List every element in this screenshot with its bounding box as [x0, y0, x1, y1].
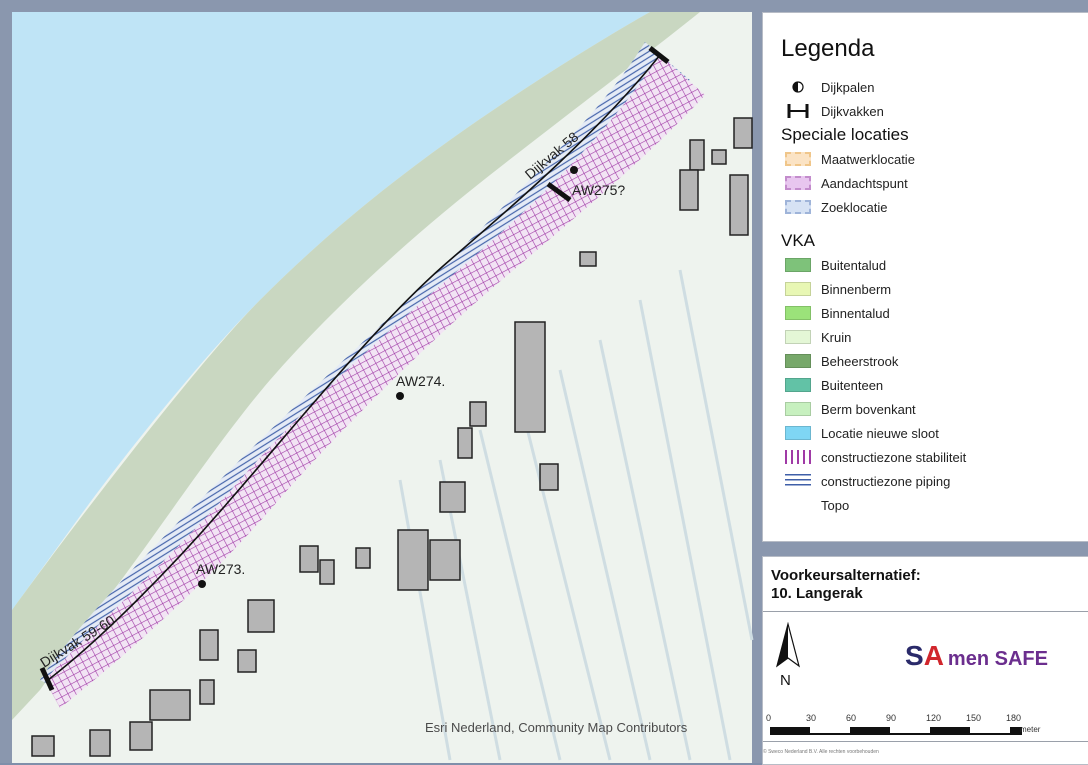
legend-item-dijkvakken: Dijkvakken — [785, 101, 884, 121]
river — [12, 12, 650, 610]
dijkvak-line — [47, 54, 661, 681]
stability-zone — [45, 55, 705, 708]
legend-title: Legenda — [781, 35, 875, 62]
dijkpaal-label-aw274: AW274. — [396, 373, 445, 389]
footer-divider — [763, 741, 1088, 742]
legend-item-beheerstrook: Beheerstrook — [785, 351, 898, 371]
legend-item-kruin: Kruin — [785, 327, 851, 347]
scale-tick-label: 180 — [1006, 713, 1022, 723]
legend-item-zoeklocatie: Zoeklocatie — [785, 197, 887, 217]
dijkvak-end-bar — [39, 666, 55, 692]
north-arrow-icon — [775, 621, 801, 668]
scale-bar: 0 30 60 90 120 150 180 meter — [766, 705, 1086, 735]
legend-item-berm-bovenkant: Berm bovenkant — [785, 399, 916, 419]
dijkpaal-marker — [198, 580, 206, 588]
legend-item-binnentalud: Binnentalud — [785, 303, 890, 323]
legend-item-binnenberm: Binnenberm — [785, 279, 891, 299]
legend-swatch — [785, 282, 811, 296]
legend-swatch — [785, 152, 811, 166]
legend-swatch — [785, 426, 811, 440]
dijkpaal-marker — [396, 392, 404, 400]
scale-tick-label: 0 — [766, 713, 772, 723]
legend-swatch — [785, 306, 811, 320]
scale-tick-label: 30 — [806, 713, 817, 723]
scale-tick-label: 60 — [846, 713, 857, 723]
legend-panel: Legenda Dijkpalen Dijkvakken Speciale lo… — [762, 12, 1088, 542]
scale-unit: meter — [1020, 725, 1041, 734]
legend-swatch — [785, 176, 811, 190]
dijkvak-end-bar — [546, 181, 572, 203]
copyright-text: © Sweco Nederland B.V. Alle rechten voor… — [763, 749, 879, 755]
legend-item-constructiezone-stabiliteit: constructiezone stabiliteit — [785, 447, 966, 467]
legend-item-constructiezone-piping: constructiezone piping — [785, 471, 950, 491]
north-label: N — [780, 672, 791, 689]
legend-section-vka: VKA — [781, 231, 816, 250]
legend-item-buitentalud: Buitentalud — [785, 255, 886, 275]
legend-swatch — [785, 354, 811, 368]
legend-item-maatwerklocatie: Maatwerklocatie — [785, 149, 915, 169]
map-credit: Esri Nederland, Community Map Contributo… — [425, 720, 688, 735]
north-arrow: N — [775, 621, 801, 689]
dijkpaal-label-aw273: AW273. — [196, 561, 245, 577]
dijkpaal-marker — [570, 166, 578, 174]
legend-swatch — [785, 200, 811, 214]
half-circle-icon — [785, 80, 811, 94]
legend-swatch — [785, 474, 811, 488]
legend-item-dijkpalen: Dijkpalen — [785, 77, 874, 97]
scale-tick-label: 90 — [886, 713, 897, 723]
legend-section-speciale: Speciale locaties — [781, 125, 909, 144]
legend-swatch — [785, 330, 811, 344]
buildings — [31, 117, 753, 757]
legend-item-buitenteen: Buitenteen — [785, 375, 883, 395]
scale-tick-label: 120 — [926, 713, 942, 723]
legend-swatch — [785, 450, 811, 464]
dijkpaal-label-aw275: AW275? — [572, 182, 625, 198]
legend-swatch — [785, 498, 811, 512]
legend-swatch — [785, 258, 811, 272]
h-bar-icon — [785, 104, 811, 118]
map-title: Voorkeursalternatief: 10. Langerak — [771, 567, 921, 602]
scale-tick-label: 150 — [966, 713, 982, 723]
legend-item-aandachtspunt: Aandachtspunt — [785, 173, 908, 193]
legend-item-locatie-nieuwe-sloot: Locatie nieuwe sloot — [785, 423, 939, 443]
legend-item-topo: Topo — [785, 495, 849, 515]
legend-swatch — [785, 378, 811, 392]
dijkvak-end-bar — [648, 46, 670, 64]
title-divider — [763, 611, 1088, 612]
legend-swatch — [785, 402, 811, 416]
